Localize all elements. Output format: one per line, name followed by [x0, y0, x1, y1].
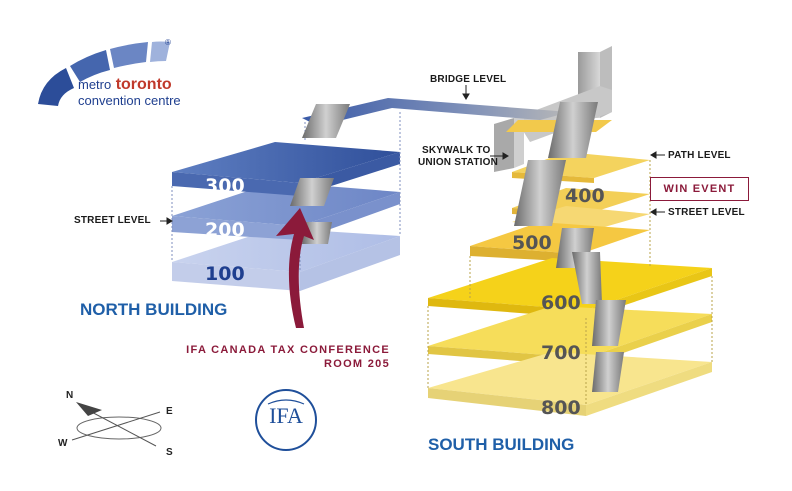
street-level-north-label: STREET LEVEL — [74, 215, 151, 226]
south-escalators — [514, 102, 626, 392]
south-floor-800: 800 — [541, 397, 581, 419]
north-floor-300: 300 — [205, 175, 245, 197]
south-floor-700: 700 — [541, 342, 581, 364]
south-building-floors — [427, 152, 713, 416]
north-floor-200: 200 — [205, 219, 245, 241]
path-level-label: PATH LEVEL — [668, 150, 731, 161]
pointer-arrows — [160, 85, 665, 225]
logo-word-metro: metro — [78, 77, 112, 92]
ifa-logo — [255, 389, 317, 451]
north-building-floors — [171, 112, 401, 291]
skywalk-label-line1: SKYWALK TO — [422, 145, 491, 156]
ifa-conference-line1: IFA CANADA TAX CONFERENCE — [186, 344, 390, 356]
bridge-walkway — [302, 98, 570, 126]
ifa-logo-letters: IFA — [269, 403, 303, 428]
skywalk-label-line2: UNION STATION — [418, 157, 499, 168]
bridge-level-label: BRIDGE LEVEL — [430, 74, 507, 85]
north-floor-100: 100 — [205, 263, 245, 285]
logo-registered-mark: ® — [165, 38, 171, 47]
street-level-south-label: STREET LEVEL — [668, 207, 745, 218]
compass-graphic — [71, 402, 162, 447]
compass-north: N — [66, 390, 74, 401]
logo-subtitle: convention centre — [78, 93, 181, 108]
logo-wordmark: metro toronto — [78, 76, 172, 94]
south-floor-400: 400 — [565, 185, 605, 207]
logo-word-toronto: toronto — [115, 76, 172, 93]
south-building-title: SOUTH BUILDING — [428, 435, 575, 454]
compass-west: W — [58, 438, 68, 449]
ifa-conference-line2: ROOM 205 — [323, 358, 390, 370]
location-arrow — [276, 208, 314, 328]
south-floor-600: 600 — [541, 292, 581, 314]
compass-south: S — [166, 447, 173, 458]
north-escalators — [290, 104, 350, 244]
win-event-badge: WIN EVENT — [650, 177, 749, 201]
logo-arc-mark — [38, 41, 170, 106]
north-building-title: NORTH BUILDING — [80, 300, 228, 319]
south-floor-500: 500 — [512, 232, 552, 254]
compass-east: E — [166, 406, 173, 417]
